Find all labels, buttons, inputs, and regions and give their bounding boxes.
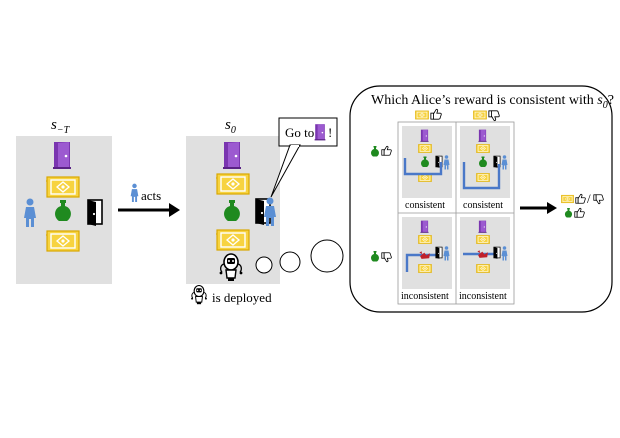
door-purple-icon — [478, 129, 487, 142]
rug-icon — [418, 235, 432, 244]
state-past-label: s−T — [51, 117, 70, 136]
room-past — [16, 136, 112, 284]
rug-icon — [476, 264, 490, 273]
scenario-cell — [460, 217, 510, 289]
cell-status-label: inconsistent — [401, 291, 449, 302]
question-title: Which Alice’s reward is consistent with … — [371, 93, 614, 111]
door-purple-icon — [478, 220, 487, 233]
rug-icon — [415, 110, 429, 120]
rug-icon — [46, 230, 80, 252]
rug-icon — [216, 173, 250, 195]
scenario-cell — [402, 126, 452, 198]
deployed-label: is deployed — [212, 290, 272, 305]
scenario-cell — [402, 217, 452, 289]
door-purple-icon — [314, 124, 326, 141]
result-separator: / — [587, 191, 591, 206]
door-purple-icon — [53, 142, 71, 169]
acts-arrow — [118, 183, 180, 217]
rug-icon — [216, 229, 250, 251]
door-purple-icon — [420, 129, 429, 142]
thought-bubbles — [255, 239, 344, 274]
rug-icon — [476, 144, 490, 153]
thought-panel — [349, 85, 613, 313]
door-purple-icon — [223, 142, 241, 169]
rug-icon — [473, 110, 487, 120]
cell-status-label: consistent — [463, 200, 503, 211]
door-black-icon — [435, 246, 443, 259]
door-black-icon — [493, 246, 501, 259]
rug-icon — [561, 194, 574, 204]
cell-status-label: consistent — [405, 200, 445, 211]
robot-icon — [190, 284, 208, 305]
cell-status-label: inconsistent — [459, 291, 507, 302]
state-current-label: s0 — [225, 117, 236, 136]
speech-bubble — [270, 117, 338, 198]
rug-icon — [476, 173, 490, 182]
rug-icon — [476, 235, 490, 244]
rug-icon — [418, 264, 432, 273]
scenario-cell — [460, 126, 510, 198]
acts-label: acts — [141, 188, 162, 203]
person-icon — [130, 183, 139, 202]
speech-text-end: ! — [328, 125, 333, 140]
speech-text: Go to — [285, 125, 315, 140]
door-purple-icon — [420, 220, 429, 233]
rug-icon — [46, 176, 80, 198]
rug-icon — [418, 144, 432, 153]
door-black-icon — [87, 199, 103, 226]
